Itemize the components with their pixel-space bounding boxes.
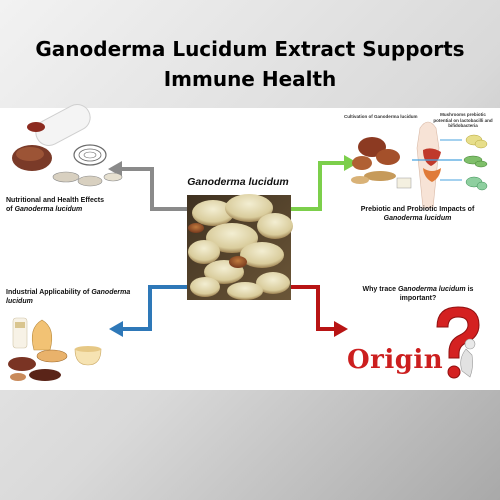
green-arrow: [291, 155, 358, 211]
nutritional-label: Nutritional and Health Effects of Ganode…: [6, 196, 156, 214]
center-label: Ganoderma lucidum: [187, 176, 289, 188]
cultivation-note: Cultivation of Ganoderma lucidum: [344, 114, 418, 119]
question-mark-illustration: [436, 306, 480, 379]
industrial-line1: Industrial Applicability of Ganoderma: [6, 289, 131, 296]
mushrooms-note-line3: bifidobacteria: [448, 123, 478, 128]
prebiotic-line2: Ganoderma lucidum: [383, 215, 452, 222]
mushroom-photo: [187, 194, 293, 300]
mushrooms-note-line1: Mushrooms prebiotic: [440, 112, 486, 117]
trace-label: Why trace Ganoderma lucidum is important…: [338, 285, 498, 303]
gut-health-illustration: [351, 121, 488, 209]
products-illustration: [8, 317, 102, 381]
nutritional-line2: of Ganoderma lucidum: [6, 206, 83, 213]
nutritional-line1: Nutritional and Health Effects: [6, 197, 105, 204]
page-title: Ganoderma Lucidum Extract Supports Immun…: [35, 37, 465, 91]
blue-arrow: [109, 285, 187, 337]
origin-word: Origin: [347, 345, 444, 375]
red-arrow: [291, 285, 348, 337]
industrial-label: Industrial Applicability of Ganoderma lu…: [6, 288, 156, 306]
mushrooms-note-line2: potential on lactobacilli and: [433, 117, 493, 123]
trace-line2: important?: [399, 295, 437, 302]
trace-line1: Why trace Ganoderma lucidum is: [362, 286, 474, 293]
gray-arrow: [108, 161, 187, 211]
prebiotic-label: Prebiotic and Probiotic Impacts of Ganod…: [340, 205, 495, 223]
industrial-line2: lucidum: [6, 298, 33, 305]
prebiotic-line1: Prebiotic and Probiotic Impacts of: [360, 206, 475, 213]
supplement-illustration: [12, 103, 123, 187]
mushrooms-note: Mushrooms prebiotic potential on lactoba…: [430, 112, 496, 129]
